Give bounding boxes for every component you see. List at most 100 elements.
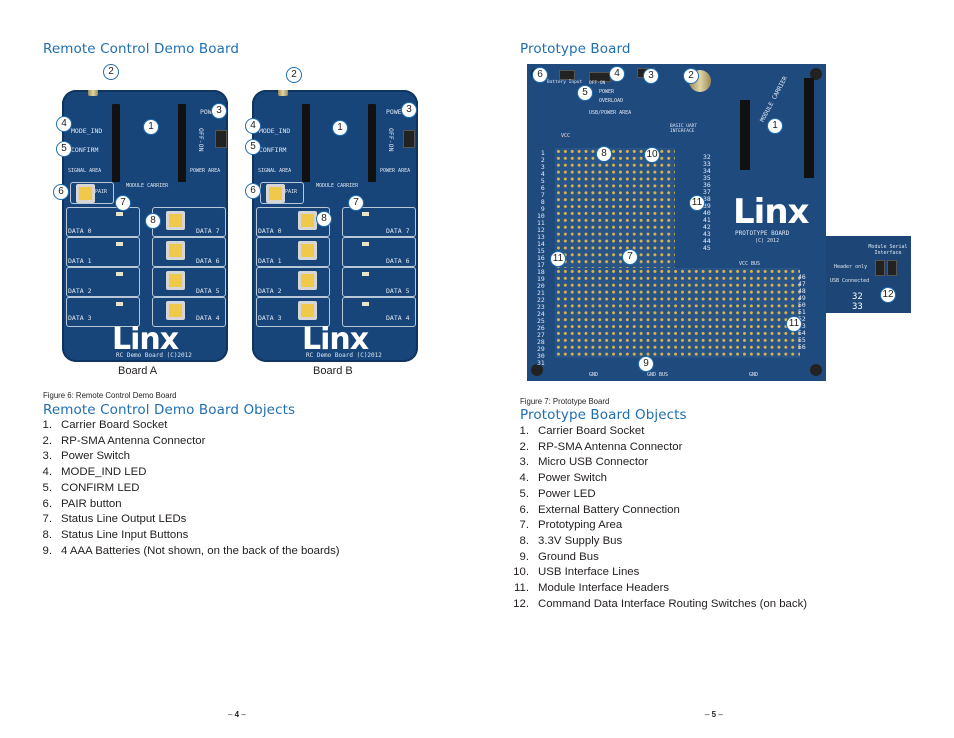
list-item-text: Ground Bus — [538, 550, 599, 563]
list-item: 6.PAIR button — [31, 497, 340, 513]
list-item: 7.Status Line Output LEDs — [31, 512, 340, 528]
list-item: 12.Command Data Interface Routing Switch… — [508, 597, 807, 613]
list-item: 1.Carrier Board Socket — [508, 424, 807, 440]
row-numbers-left: 1 2 3 4 5 6 7 8 9 10 11 12 13 14 15 16 1… — [537, 149, 545, 367]
callout-12: 12 — [880, 287, 896, 303]
board-a-label: Board A — [118, 365, 158, 377]
list-item-text: MODE_IND LED — [61, 466, 147, 479]
linx-logo: Linx — [112, 322, 179, 357]
list-item-text: Carrier Board Socket — [61, 419, 168, 431]
silk-gnd-left: GND — [589, 372, 599, 378]
list-item-number: 6. — [519, 503, 530, 516]
status-led — [362, 272, 369, 276]
list-item: 5.Power LED — [508, 487, 807, 503]
silk-confirm: CONFIRM — [71, 146, 99, 154]
status-led — [116, 272, 123, 276]
list-item: 4.MODE_IND LED — [31, 465, 340, 481]
list-item: 3.Micro USB Connector — [508, 455, 807, 471]
input-button — [298, 241, 317, 260]
silk-basic-uart: BASIC UART INTERFACE — [670, 124, 698, 134]
silk-copyright: (C) 2012 — [755, 238, 780, 244]
battery-connector — [559, 70, 575, 80]
silk-data-4: DATA 4 — [386, 314, 410, 322]
inset-title: Module Serial Interface — [868, 244, 908, 256]
list-item-number: 2. — [519, 440, 530, 453]
list-item: 6.External Battery Connection — [508, 503, 807, 519]
data-6-pad — [342, 237, 416, 267]
silk-module-carrier: MODULE CARRIER — [316, 183, 359, 189]
callout-7: 7 — [348, 195, 364, 211]
list-item: 4.Power Switch — [508, 471, 807, 487]
callout-11: 11 — [786, 316, 802, 332]
list-item: 10.USB Interface Lines — [508, 565, 807, 581]
silk-off-on: OFF-ON — [387, 128, 395, 152]
silk-off-on: OFF-ON — [197, 128, 205, 152]
callout-1: 1 — [767, 118, 783, 134]
silk-data-0: DATA 0 — [68, 227, 92, 235]
callout-3: 3 — [401, 102, 417, 118]
silk-data-3: DATA 3 — [68, 314, 92, 322]
callout-7: 7 — [115, 195, 131, 211]
module-header-left — [740, 100, 750, 170]
input-button — [298, 211, 317, 230]
silk-pair: PAIR — [95, 189, 108, 195]
list-item-text: Status Line Input Buttons — [61, 528, 189, 541]
list-item-number: 3. — [42, 450, 53, 463]
data-3-pad — [256, 297, 330, 327]
list-item-number: 6. — [42, 497, 53, 510]
list-item-number: 9. — [42, 544, 53, 557]
screw — [531, 364, 543, 376]
screw — [810, 68, 822, 80]
input-button — [166, 301, 185, 320]
list-item-number: 8. — [42, 528, 53, 541]
callout-6: 6 — [53, 184, 69, 200]
list-item-number: 11. — [514, 582, 529, 595]
status-led — [116, 302, 123, 306]
data-1-pad — [66, 237, 140, 267]
list-item-number: 12. — [513, 597, 529, 610]
prototyping-area-bottom — [555, 268, 800, 358]
callout-5: 5 — [577, 85, 593, 101]
input-button — [166, 271, 185, 290]
callout-6: 6 — [245, 183, 261, 199]
antenna-connector — [88, 90, 98, 96]
proto-board-heading: Prototype Board — [520, 41, 631, 57]
silk-module-carrier: MODULE CARRIER — [126, 183, 169, 189]
input-button — [298, 301, 317, 320]
callout-3: 3 — [211, 103, 227, 119]
screw — [810, 364, 822, 376]
silk-data-7: DATA 7 — [196, 227, 220, 235]
carrier-socket-left — [302, 104, 310, 182]
data-1-pad — [256, 237, 330, 267]
linx-logo: Linx — [733, 192, 809, 232]
power-switch — [215, 130, 227, 148]
power-switch — [403, 130, 415, 148]
list-item-text: RP-SMA Antenna Connector — [538, 440, 683, 453]
callout-6: 6 — [532, 67, 548, 83]
inset-header-only: Header only — [834, 264, 868, 270]
silk-data-2: DATA 2 — [258, 287, 282, 295]
silk-data-5: DATA 5 — [196, 287, 220, 295]
list-item-number: 9. — [519, 550, 530, 563]
silk-data-6: DATA 6 — [196, 257, 220, 265]
list-item-text: 3.3V Supply Bus — [538, 534, 623, 547]
input-button — [166, 211, 185, 230]
pair-button — [76, 184, 95, 203]
status-led — [362, 212, 369, 216]
carrier-socket-right — [368, 104, 376, 182]
list-item: 9.4 AAA Batteries (Not shown, on the bac… — [31, 544, 340, 560]
silk-data-5: DATA 5 — [386, 287, 410, 295]
list-item: 2. RP-SMA Antenna Connector — [508, 440, 807, 456]
silk-data-1: DATA 1 — [258, 257, 282, 265]
routing-switch-1 — [875, 260, 885, 276]
callout-7: 7 — [622, 249, 638, 265]
silk-power: POWER — [200, 108, 220, 116]
silk-mode-ind: MODE_IND — [71, 127, 103, 135]
callout-11: 11 — [689, 195, 705, 211]
figure-7-caption: Figure 7: Prototype Board — [520, 397, 610, 406]
callout-5: 5 — [56, 141, 72, 157]
list-item-text: Power Switch — [61, 450, 131, 463]
silk-footer: RC Demo Board (C)2012 — [306, 352, 382, 359]
silk-power-area: POWER AREA — [380, 168, 411, 174]
